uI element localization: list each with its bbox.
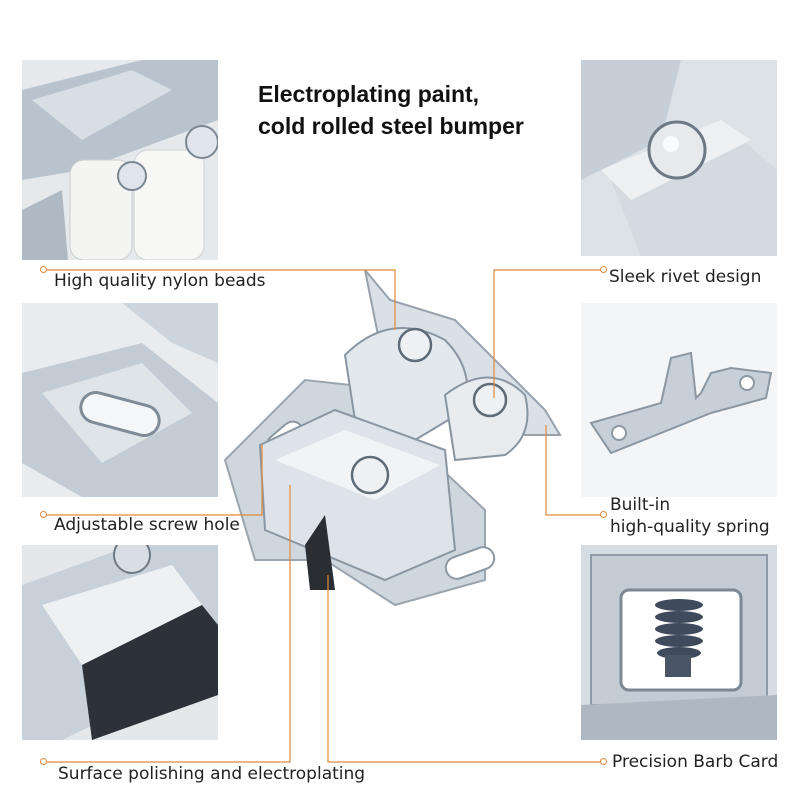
callout-marker: [40, 758, 47, 765]
headline: Electroplating paint, cold rolled steel …: [258, 78, 578, 142]
callout-spring-line-1: Built-in: [610, 495, 671, 515]
callout-spring: Built-in high-quality spring: [610, 494, 770, 538]
nylon-beads-photo: [22, 60, 218, 260]
callout-barb-card: Precision Barb Card: [612, 752, 779, 772]
rivet-photo: [581, 60, 777, 256]
headline-line-2: cold rolled steel bumper: [258, 113, 524, 139]
callout-marker: [600, 758, 607, 765]
screw-hole-photo: [22, 303, 218, 497]
polished-surface-photo: [22, 545, 218, 740]
callout-spring-line-2: high-quality spring: [610, 517, 770, 537]
callout-polishing: Surface polishing and electroplating: [58, 764, 366, 784]
latch-plate-photo: [581, 303, 777, 497]
callout-marker: [600, 511, 607, 518]
callout-rivet: Sleek rivet design: [609, 267, 762, 287]
callout-marker: [40, 266, 47, 273]
cabinet-latch-photo: [223, 269, 562, 607]
callout-nylon-beads: High quality nylon beads: [54, 271, 266, 291]
callout-screw-hole: Adjustable screw hole: [54, 515, 240, 535]
callout-marker: [600, 266, 607, 273]
headline-line-1: Electroplating paint,: [258, 81, 480, 107]
spring-barb-photo: [581, 545, 777, 740]
callout-marker: [40, 511, 47, 518]
